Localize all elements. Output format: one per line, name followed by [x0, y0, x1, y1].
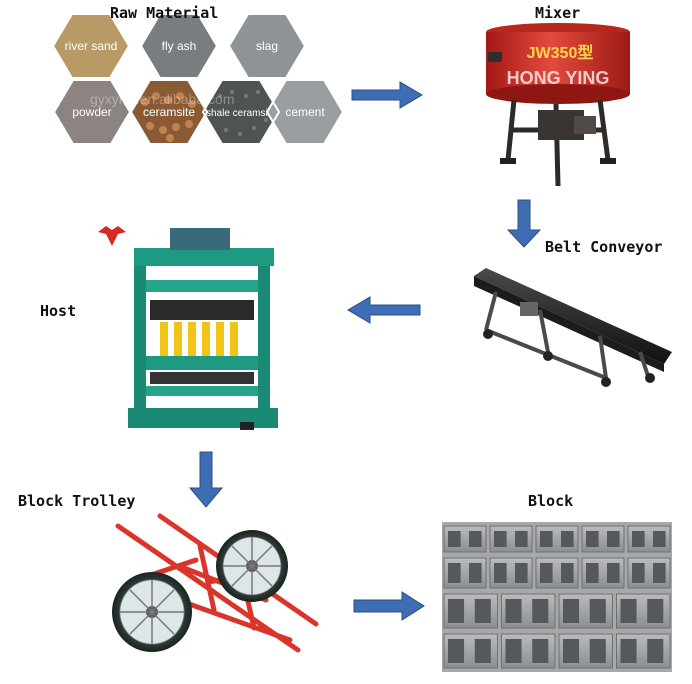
arrow-mixer-to-conveyor [506, 199, 542, 248]
label-host: Host [40, 302, 77, 320]
block-cavity [589, 639, 606, 663]
block-cavity [448, 563, 461, 583]
label-raw-material: Raw Material [110, 4, 219, 22]
block-cavity [589, 599, 606, 623]
block-cavity [653, 531, 666, 547]
hex-label-cement: cement [285, 105, 325, 119]
raw-material-hex-grid: river sand fly ash slag powder [51, 13, 345, 145]
hex-label-river-sand: river sand [65, 39, 118, 53]
hex-slag: slag [229, 14, 305, 78]
block-cavity [448, 599, 465, 623]
mixer-illustration: JW350型 HONG YING [486, 23, 630, 187]
block-cavity [448, 639, 465, 663]
block-cavity [647, 599, 664, 623]
arrow-raw-to-mixer [351, 81, 423, 109]
block-cavity [607, 563, 620, 583]
label-block: Block [528, 492, 574, 510]
block-cavity [505, 599, 522, 623]
block-cavity [632, 531, 645, 547]
block-cavity [474, 639, 491, 663]
hex-label-slag: slag [256, 39, 278, 53]
block-cavity [448, 531, 461, 547]
block-trolley-illustration [112, 513, 319, 653]
block-cavity [494, 563, 507, 583]
block-cavity [469, 531, 482, 547]
block-cavity [561, 531, 574, 547]
block-cavity [505, 639, 522, 663]
host-machine-illustration [98, 226, 278, 430]
block-cavity [586, 531, 599, 547]
block-cavity [561, 563, 574, 583]
label-block-trolley: Block Trolley [18, 492, 136, 510]
block-cavity [647, 639, 664, 663]
hex-cement: cement [267, 80, 343, 144]
hex-ceramsite: ceramsite [131, 80, 207, 144]
block-cavity [494, 531, 507, 547]
block-cavity [620, 639, 637, 663]
mixer-brand: HONG YING [507, 68, 610, 88]
arrow-conveyor-to-host [347, 296, 421, 324]
block-cavity [586, 563, 599, 583]
block-cavity [563, 639, 580, 663]
block-cavity [632, 563, 645, 583]
hex-label-shale-ceramsite: shale ceramsite [206, 108, 276, 119]
hex-river-sand: river sand [53, 14, 129, 78]
block-cavity [469, 563, 482, 583]
hex-label-powder: powder [72, 105, 111, 119]
block-cavity [532, 639, 549, 663]
hex-fly-ash: fly ash [141, 14, 217, 78]
belt-conveyor-illustration [474, 268, 672, 387]
label-mixer: Mixer [535, 4, 581, 22]
block-cavity [474, 599, 491, 623]
block-cavity [563, 599, 580, 623]
arrow-trolley-to-block [353, 591, 425, 621]
block-cavity [540, 531, 553, 547]
watermark-text: gyxyhjy.en.alibaba.com [90, 91, 234, 107]
mixer-badge: JW350型 [527, 44, 594, 62]
brand-logo [98, 226, 126, 246]
block-cavity [515, 563, 528, 583]
hex-label-fly-ash: fly ash [162, 39, 197, 53]
hex-powder: powder [54, 80, 130, 144]
concrete-blocks-illustration [442, 522, 672, 672]
block-cavity [607, 531, 620, 547]
block-cavity [532, 599, 549, 623]
hex-shale-ceramsite: shale ceramsite [203, 80, 279, 144]
arrow-host-to-trolley [188, 451, 224, 508]
block-cavity [620, 599, 637, 623]
label-belt-conveyor: Belt Conveyor [545, 238, 663, 256]
hex-label-ceramsite: ceramsite [143, 105, 195, 119]
block-cavity [515, 531, 528, 547]
block-cavity [540, 563, 553, 583]
block-cavity [653, 563, 666, 583]
